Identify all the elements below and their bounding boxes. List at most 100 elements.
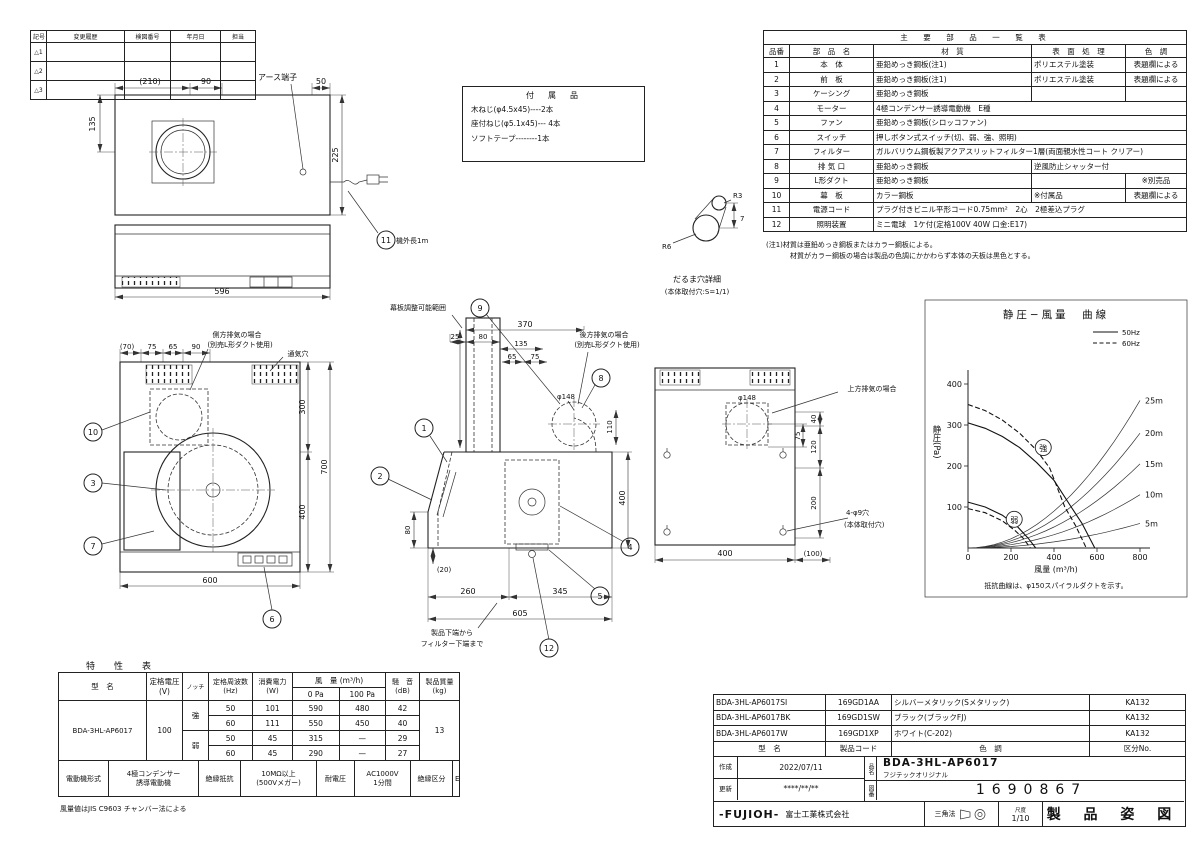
td-element: AC1000V 1分間 [354, 760, 411, 797]
path-element [427, 451, 613, 549]
char-header: 騒 音 (dB) [385, 672, 420, 701]
td-element [1031, 86, 1126, 102]
td-element: 40 [385, 715, 420, 731]
td-element: ミニ電球 1ケ付(定格100V 40W 口金:E17) [873, 216, 1187, 232]
plan-view: 11 機外長1m アース端子 (210) 90 50 135 225 596 [88, 72, 428, 300]
td-element: KA132 [1089, 694, 1186, 711]
company-logo: -FUJIOH- [719, 807, 780, 821]
path-element [119, 349, 211, 362]
td-element: フィルター [789, 144, 874, 160]
td-element: KA132 [1089, 725, 1186, 742]
td-element: BDA-3HL-AP6017W [713, 725, 826, 742]
path-element [959, 809, 970, 820]
resistance-curve-label: 10m [1145, 491, 1163, 500]
drawing-number: 1690867 [975, 782, 1088, 798]
circle-element [692, 214, 720, 242]
pq-chart: 静圧−風量 曲線 50Hz 60Hz 風量 (m³/h) 抵抗曲線は、φ150ス… [924, 299, 1188, 598]
resistance-curve [967, 463, 1141, 549]
td-element: ブラック(ブラックFJ) [891, 709, 1090, 726]
td-element [124, 42, 171, 62]
resistance-curve-label: 5m [1145, 519, 1158, 528]
parts-table: 主 要 部 品 一 覧 表 品番 部 品 名 材 質 表 面 処 理 色 調 1… [763, 30, 1187, 232]
callout-number: 6 [269, 615, 274, 624]
x-tick-label: 800 [1132, 553, 1147, 562]
dim-label: 200 [810, 496, 818, 509]
revision-mark: △1 [30, 42, 47, 62]
td-element: 表題欄による [1125, 57, 1187, 73]
rect-element [249, 276, 293, 288]
rect-element [266, 555, 276, 564]
td-element: 50 [208, 700, 253, 716]
rect-element [149, 388, 209, 446]
path-element [347, 190, 379, 234]
td-element: 45 [252, 745, 293, 761]
path-element [151, 428, 275, 552]
td-element: 電動機形式 [58, 760, 109, 797]
company-name: 富士工業株式会社 [785, 809, 850, 819]
td-element: 耐電圧 [316, 760, 355, 797]
td-element [46, 61, 125, 81]
keyhole-detail: R3 7 R6 だるま穴詳細 (本体取付穴:S=1/1) [662, 192, 744, 296]
chart-y-label: 静圧(Pa) [931, 425, 941, 459]
parts-table-title: 主 要 部 品 一 覧 表 [763, 30, 1187, 45]
dim-label: 700 [320, 459, 329, 474]
view-label: 幕板調整可能範囲 [390, 303, 446, 312]
y-tick-label: 400 [947, 380, 962, 389]
circle-element [663, 451, 671, 459]
dim-label: 50 [316, 77, 326, 86]
td-element: 169GD1AA [825, 694, 892, 711]
path-element [437, 451, 453, 548]
td-element: 亜鉛めっき鋼板(注1) [873, 57, 1032, 73]
td-element: ホワイト(C-202) [891, 725, 1090, 742]
char-header: ノッチ [182, 672, 209, 701]
accessories-title: 付 属 品 [526, 91, 581, 100]
dim-label: 75 [794, 432, 802, 441]
dim-label: 90 [192, 343, 201, 351]
circle-element [591, 368, 611, 388]
td-element: 50 [208, 730, 253, 746]
char-notch: 強 [182, 700, 209, 731]
circle-element [414, 418, 434, 438]
hole-label: 4-φ9穴 [846, 508, 869, 517]
path-element [694, 198, 727, 236]
chart-x-label: 風量 (m³/h) [1034, 565, 1078, 574]
revision-header: 変更履歴 [46, 30, 125, 43]
td-element: 亜鉛めっき鋼板 [873, 86, 1032, 102]
path-element [795, 411, 824, 539]
dim-label: 400 [298, 504, 307, 519]
created-label: 作成 [714, 757, 738, 778]
dim-label: 260 [460, 587, 475, 596]
td-element: 10 [763, 187, 790, 203]
path-element [115, 233, 330, 277]
dim-label: 75 [531, 353, 540, 361]
char-model: BDA-3HL-AP6017 [58, 700, 147, 761]
dim-label: 600 [202, 576, 217, 585]
dim-label: 110 [606, 420, 614, 433]
fan-curve [967, 422, 1096, 549]
td-element [220, 42, 256, 62]
dim-label: 7 [740, 215, 744, 223]
td-element: 4極コンデンサー誘導電動機 E種 [873, 100, 1187, 116]
cord-length-label: 機外長1m [396, 236, 428, 245]
circle-element [977, 811, 982, 817]
td-element: ガルバリウム鋼板製アクアスリットフィルター1層(両面親水性コート クリアー) [873, 144, 1187, 160]
circle-element [518, 488, 546, 516]
circle-element [370, 466, 390, 486]
char-header: 製品質量 (kg) [419, 672, 460, 701]
td-element [124, 80, 171, 100]
td-element: 480 [338, 700, 386, 716]
td-element: KA132 [1089, 709, 1186, 726]
rect-element [504, 459, 560, 545]
x-tick-label: 400 [1046, 553, 1061, 562]
rect-element [654, 367, 796, 546]
front-view: 10 3 7 6 (70) 75 65 90 300 400 700 600 側… [83, 330, 334, 629]
x-tick-label: 0 [965, 553, 970, 562]
